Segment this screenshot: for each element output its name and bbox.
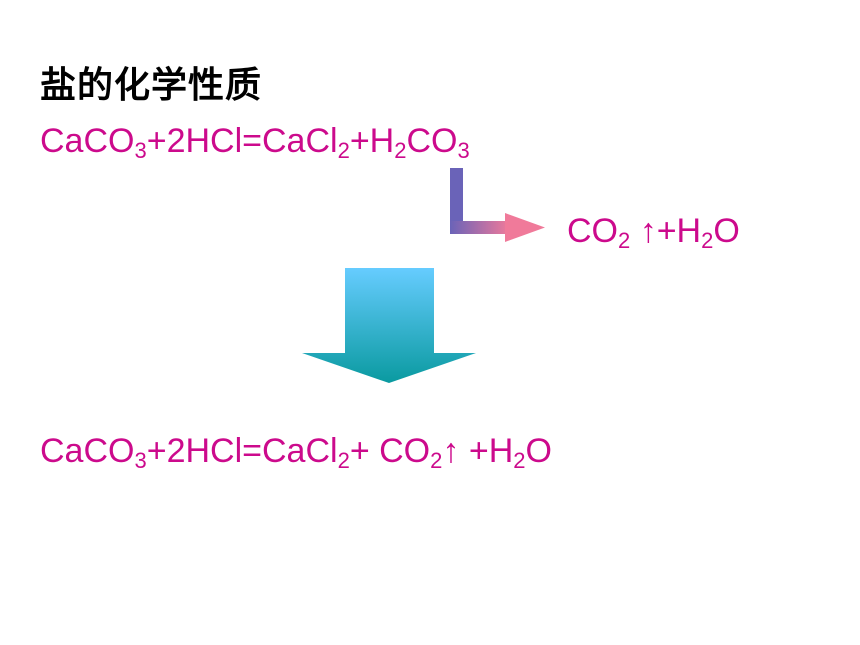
formula-text: O (713, 212, 740, 250)
subscript: 2 (337, 448, 350, 473)
formula-text: +2HCl=CaCl (146, 432, 338, 470)
elbow-arrow-icon (450, 168, 545, 242)
formula-text: ↑+H (630, 212, 702, 250)
formula-text: +H (349, 122, 395, 160)
formula-text: CaCO (40, 122, 135, 160)
reaction-equation-1: CaCO3+2HCl=CaCl2+H2CO3 (40, 122, 470, 164)
formula-text: +2HCl=CaCl (146, 122, 338, 160)
decomposition-products: CO2 ↑+H2O (567, 212, 740, 254)
formula-text: CO (567, 212, 618, 250)
subscript: 2 (394, 138, 407, 163)
subscript: 3 (134, 448, 147, 473)
page-title: 盐的化学性质 (40, 65, 263, 106)
subscript: 2 (513, 448, 526, 473)
subscript: 3 (457, 138, 470, 163)
formula-text: ↑ +H (442, 432, 514, 470)
subscript: 2 (618, 228, 631, 253)
formula-text: O (525, 432, 552, 470)
subscript: 2 (701, 228, 714, 253)
subscript: 3 (134, 138, 147, 163)
subscript: 2 (430, 448, 443, 473)
subscript: 2 (337, 138, 350, 163)
formula-text: CO (406, 122, 458, 160)
formula-text: CaCO (40, 432, 135, 470)
reaction-equation-2: CaCO3+2HCl=CaCl2+ CO2↑ +H2O (40, 432, 552, 474)
formula-text: + CO (349, 432, 431, 470)
down-arrow-icon (302, 268, 476, 383)
